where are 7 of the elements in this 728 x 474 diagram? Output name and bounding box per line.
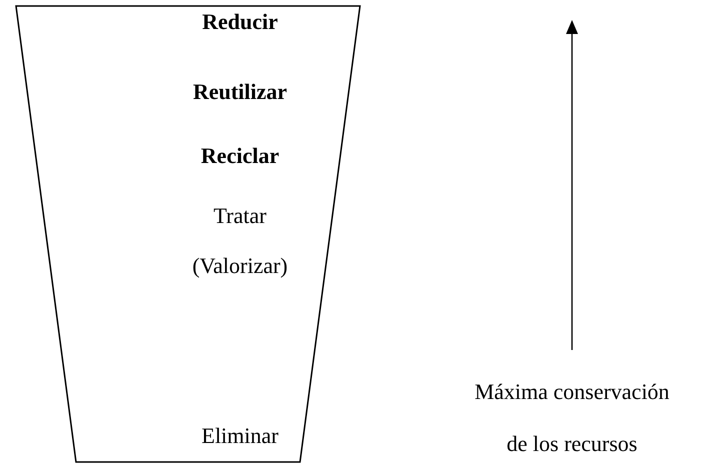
step-label: Eliminar xyxy=(202,422,278,450)
step-label: Reducir xyxy=(202,8,278,36)
step-label: Reciclar xyxy=(200,142,280,170)
step-label: Reutilizar xyxy=(192,78,288,106)
step-label: Tratar (Valorizar) xyxy=(191,202,289,280)
funnel-shape xyxy=(15,5,361,463)
axis-caption: Máxima conservación de los recursos xyxy=(474,378,670,458)
